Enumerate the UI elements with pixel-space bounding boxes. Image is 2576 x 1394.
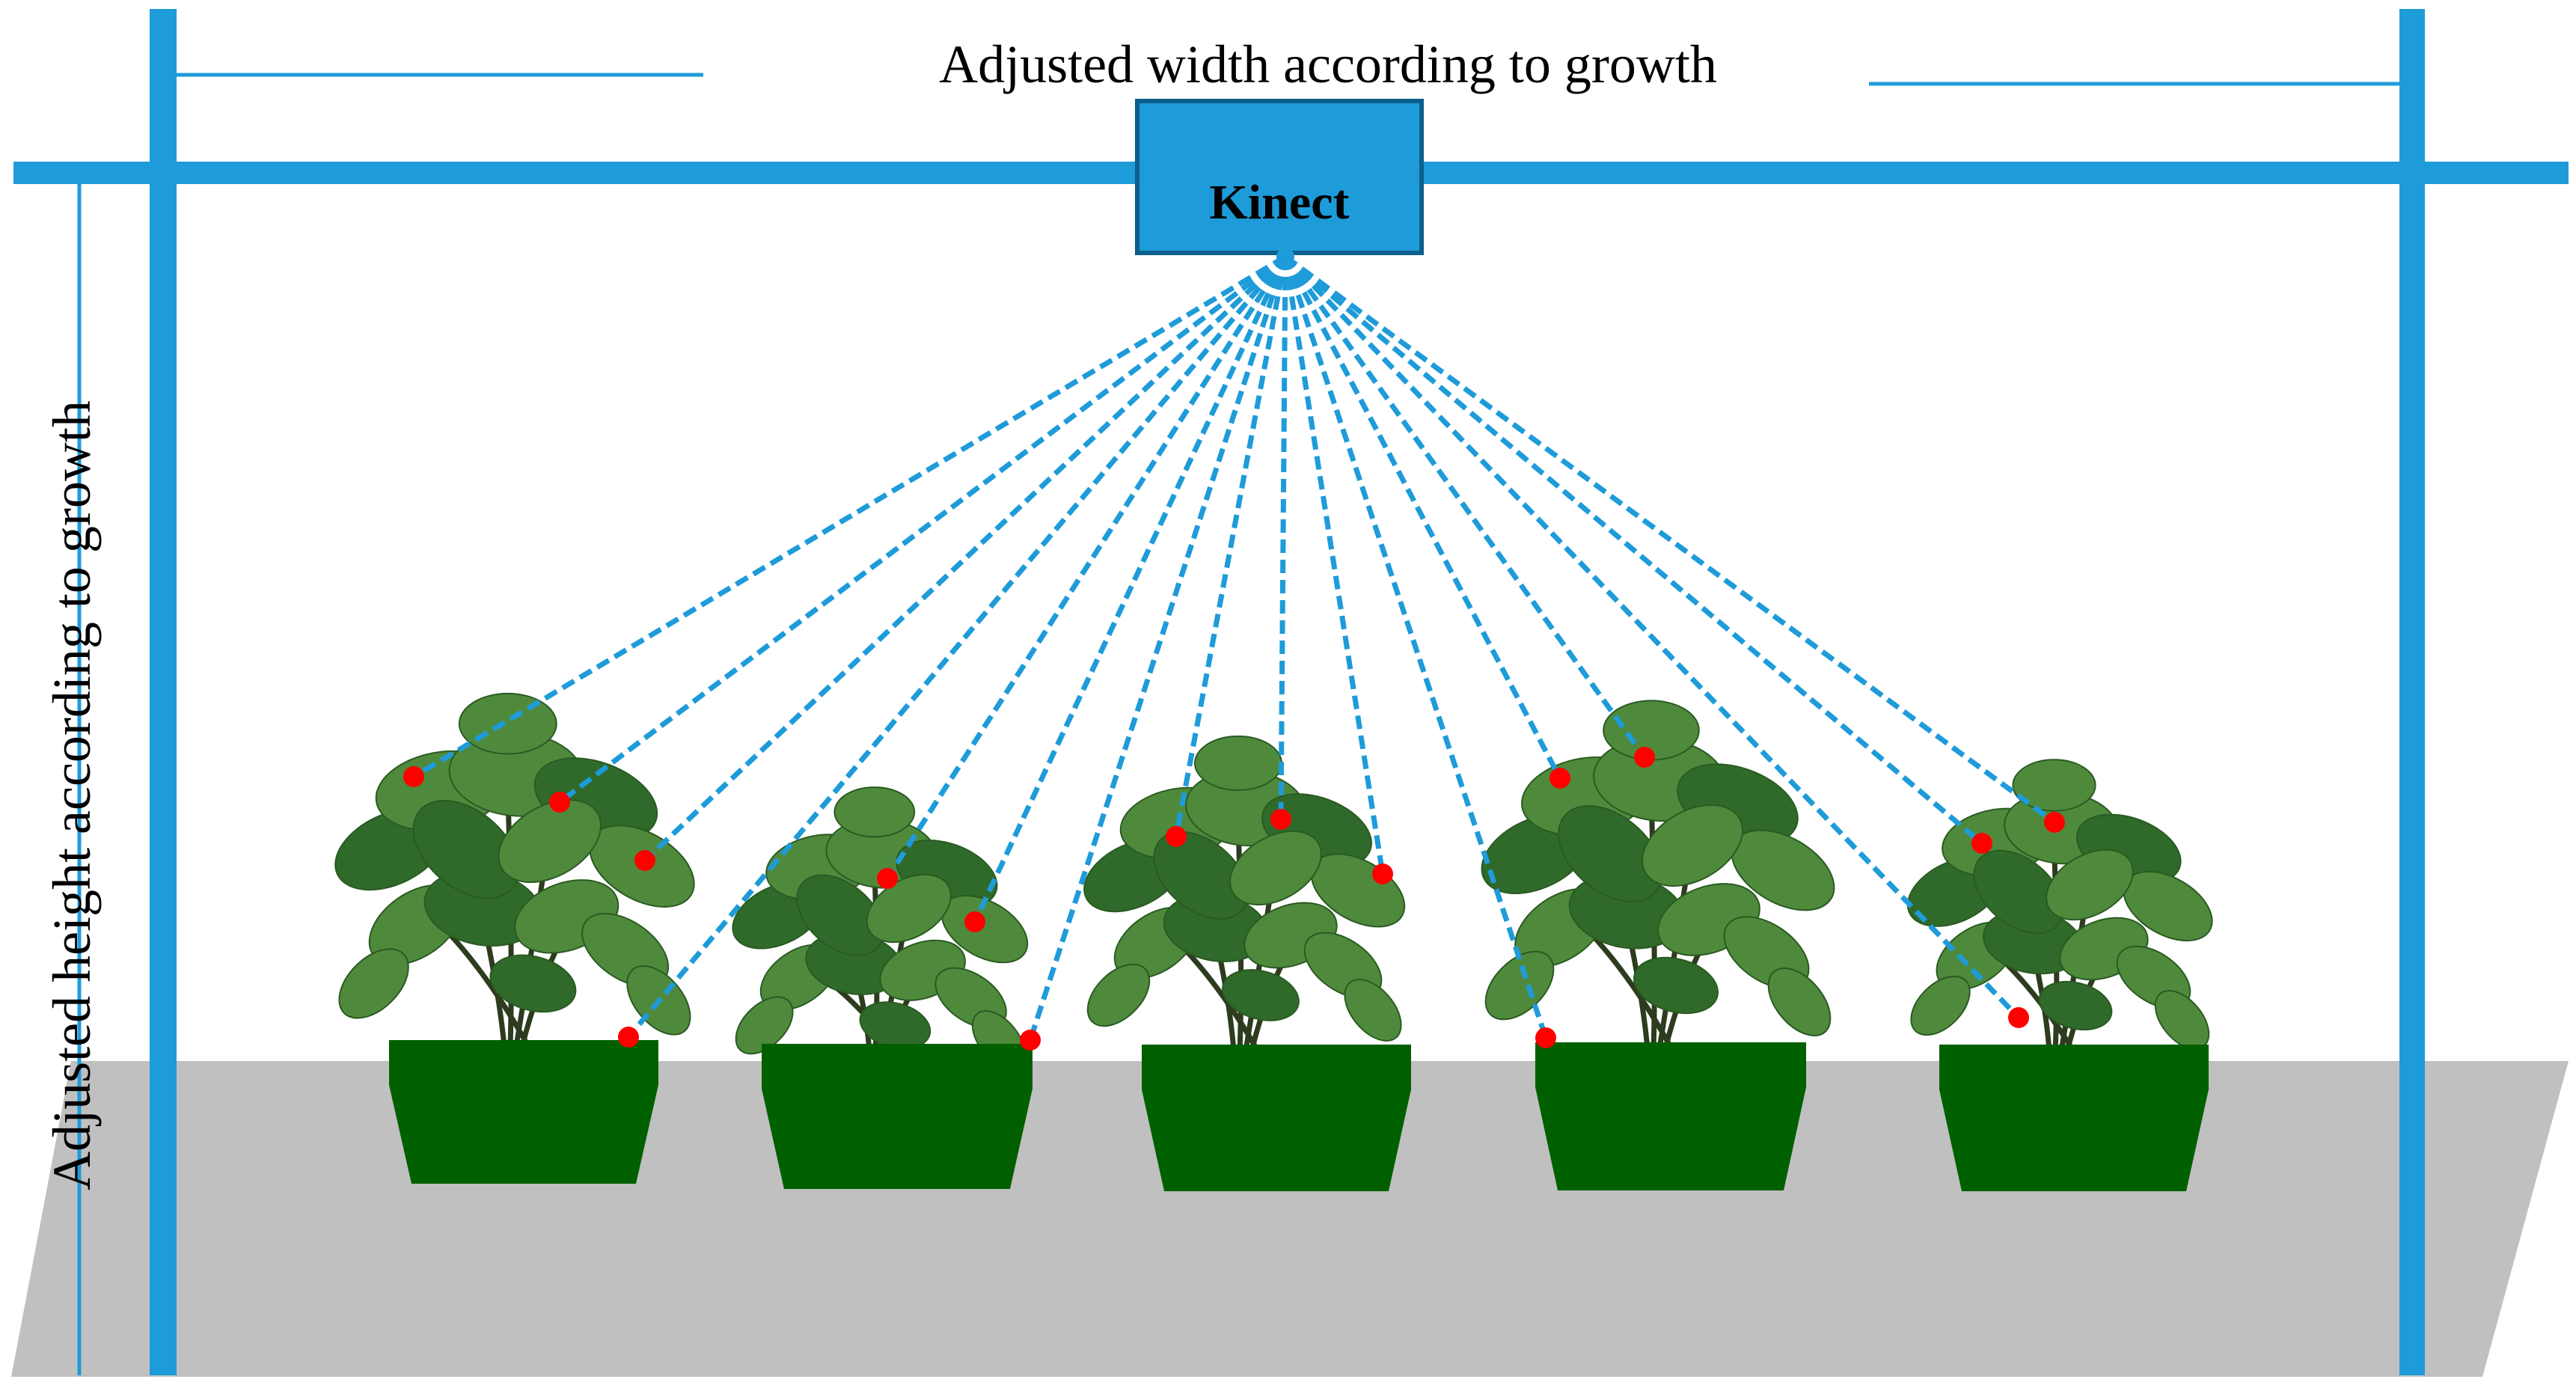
plant-pot-icon: [1142, 1045, 1411, 1191]
sensor-beam: [557, 254, 1288, 804]
sensor-beam: [1282, 255, 1563, 780]
plants-layer: [334, 692, 2213, 1069]
width-label: Adjusted width according to growth: [939, 34, 1717, 94]
plant-leaf: [1484, 950, 1555, 1021]
measurement-point-icon: [1166, 826, 1187, 847]
plant-leaf: [1344, 979, 1402, 1042]
plant-leaf: [1642, 804, 1743, 887]
ground-plane: [11, 1061, 2569, 1377]
measurement-point-icon: [1270, 809, 1291, 830]
plant-leaf: [498, 798, 602, 884]
sensor-beam: [1282, 255, 1549, 1039]
measurement-point-icon: [1634, 747, 1655, 768]
plant-pot-icon: [762, 1044, 1032, 1189]
plant-leaf: [1558, 805, 1662, 902]
plant-leaf: [1910, 975, 1971, 1036]
measurement-point-icon: [964, 911, 985, 932]
plant-leaf: [1153, 831, 1249, 920]
kinect-sensor-box: [1135, 99, 1424, 255]
plant-leaf: [796, 874, 884, 956]
plant-leaf: [412, 800, 519, 899]
soybean-plant-icon: [1083, 736, 1406, 1052]
sensor-beam: [626, 254, 1288, 1039]
sensor-beam: [1173, 256, 1288, 837]
plant-leaf: [2038, 980, 2113, 1031]
kinect-label: Kinect: [1210, 175, 1350, 230]
plant-leaf: [735, 996, 794, 1055]
sensor-beam: [1278, 256, 1288, 820]
height-label: Adjusted height according to growth: [42, 400, 102, 1190]
plant-leaf: [338, 948, 409, 1019]
measurement-point-icon: [618, 1027, 639, 1048]
beams-layer: [412, 254, 2057, 1042]
sensor-beam: [1282, 256, 1386, 875]
plant-leaf: [1222, 969, 1300, 1021]
plant-leaf: [833, 786, 916, 838]
measurement-point-icon: [403, 766, 424, 787]
plant-leaf: [2012, 759, 2096, 812]
sensor-beam: [643, 254, 1288, 863]
sensor-beam: [1283, 254, 1984, 846]
measurement-point-icon: [1020, 1030, 1041, 1051]
right-post: [2399, 9, 2425, 1375]
soybean-plant-icon: [1481, 700, 1835, 1050]
plant-leaf: [1767, 967, 1832, 1037]
soybean-plant-icon: [732, 786, 1029, 1069]
sensor-beam: [972, 255, 1288, 923]
plant-leaf: [458, 692, 557, 755]
measurement-point-icon: [877, 868, 898, 889]
soybean-plant-icon: [334, 692, 695, 1048]
measurement-point-icon: [1971, 833, 1992, 854]
plant-leaf: [2046, 849, 2134, 921]
measurement-point-icon: [1372, 863, 1393, 884]
sensor-beam: [1283, 254, 2021, 1020]
plant-leaf: [489, 954, 577, 1013]
measurement-point-icon: [549, 792, 570, 813]
plant-pot-icon: [389, 1040, 658, 1184]
measurement-point-icon: [634, 850, 655, 871]
measurement-point-icon: [1535, 1027, 1556, 1048]
sensor-beam: [1027, 255, 1288, 1042]
sensor-beam: [1283, 254, 2057, 825]
pots-layer: [389, 1040, 2209, 1191]
plant-pot-icon: [1535, 1042, 1806, 1190]
measurement-point-icon: [2044, 812, 2065, 833]
measurement-point-icon: [1549, 768, 1570, 789]
sensor-beam: [412, 254, 1287, 780]
left-post: [150, 9, 177, 1375]
plant-leaf: [1086, 963, 1151, 1027]
sensor-beam: [885, 255, 1288, 880]
plant-pot-icon: [1939, 1045, 2209, 1191]
dimension-lines: [77, 73, 2399, 1375]
sensor-beam: [1283, 254, 1647, 759]
kinect-camera-icon: Kinect: [1135, 99, 1424, 266]
plant-leaf: [1229, 830, 1322, 906]
soybean-plant-icon: [1906, 759, 2213, 1052]
plant-leaf: [1973, 849, 2064, 935]
markers-layer: [403, 747, 2065, 1051]
plant-leaf: [1633, 956, 1719, 1015]
plant-leaf: [1194, 736, 1282, 791]
measurement-point-icon: [2008, 1007, 2029, 1028]
